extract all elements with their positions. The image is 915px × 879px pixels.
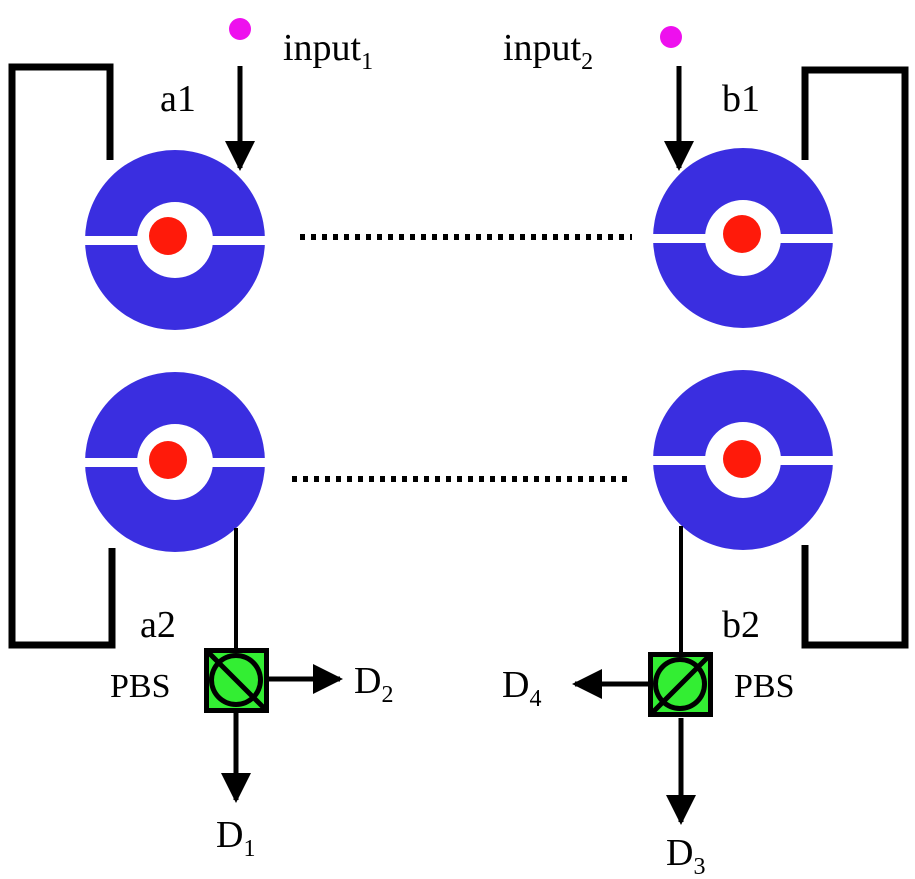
photon-input1 <box>229 18 251 40</box>
label-d1: D1 <box>216 814 255 862</box>
atom-a1 <box>149 217 187 255</box>
photon-input2 <box>660 26 682 48</box>
label-pbs-right: PBS <box>734 668 795 705</box>
label-input2: input2 <box>503 27 593 75</box>
cavity-a1 <box>80 150 270 330</box>
label-d3: D3 <box>666 832 705 879</box>
label-a1: a1 <box>160 78 196 120</box>
cavity-b1 <box>648 148 838 328</box>
pbs-right <box>648 652 713 717</box>
label-d2: D2 <box>354 660 393 708</box>
label-pbs-left: PBS <box>110 668 171 705</box>
label-a2: a2 <box>140 604 176 646</box>
atom-b2 <box>723 440 761 478</box>
label-b1: b1 <box>722 78 760 120</box>
cavity-b2 <box>648 370 838 550</box>
label-b2: b2 <box>722 604 760 646</box>
left-loop-waveguide <box>8 63 116 649</box>
cavity-a2 <box>80 372 270 552</box>
atom-b1 <box>723 215 761 253</box>
label-d4: D4 <box>502 664 541 712</box>
label-input1: input1 <box>283 27 373 75</box>
right-loop-waveguide <box>801 66 909 649</box>
atom-a2 <box>149 441 187 479</box>
pbs-left <box>204 648 269 713</box>
